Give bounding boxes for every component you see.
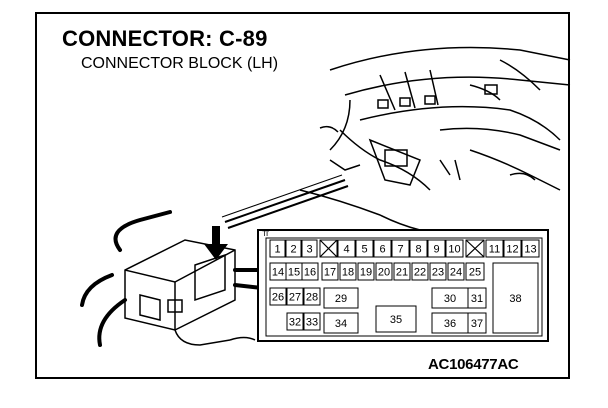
pin-20-cell: [375, 262, 393, 281]
pin-33-label: 33: [306, 317, 318, 329]
connector-subtitle: CONNECTOR BLOCK (LH): [81, 55, 279, 72]
pin-9-label: 9: [433, 244, 439, 256]
pin-31-label: 31: [471, 293, 483, 305]
pin-14-label: 14: [272, 267, 284, 279]
pin-2-label: 2: [290, 244, 296, 256]
pin-17-label: 17: [324, 267, 336, 279]
pin-12-label: 12: [506, 244, 518, 256]
pin-27-cell: [286, 287, 304, 306]
pin-8-label: 8: [415, 244, 421, 256]
pin-blank-b-blank-mark: [465, 239, 485, 258]
pin-16-cell: [301, 262, 319, 281]
pin-24-cell: [447, 262, 465, 281]
pin-25-label: 25: [469, 267, 481, 279]
pin-19-cell: [357, 262, 375, 281]
svg-text:⇈: ⇈: [262, 228, 270, 238]
figure-code: AC106477AC: [428, 356, 519, 373]
pin-4-label: 4: [343, 244, 349, 256]
pin-23-cell: [429, 262, 447, 281]
pin-18-cell: [339, 262, 357, 281]
pin-2-cell: [285, 239, 302, 258]
pin-4-cell: [337, 239, 356, 258]
leader-lines: [221, 174, 349, 229]
pin-7-label: 7: [397, 244, 403, 256]
pin-7-cell: [391, 239, 410, 258]
pin-26-cell: [269, 287, 287, 306]
pin-9-cell: [427, 239, 446, 258]
pin-26-label: 26: [272, 292, 284, 304]
pin-3-label: 3: [306, 244, 312, 256]
pin-37-cell: [467, 312, 487, 334]
pin-11-cell: [485, 239, 504, 258]
pin-30-label: 30: [444, 293, 456, 305]
pin-6-label: 6: [379, 244, 385, 256]
pin-32-cell: [286, 312, 304, 331]
pin-27-label: 27: [289, 292, 301, 304]
pin-38-label: 38: [509, 293, 521, 305]
pin-24-label: 24: [450, 267, 462, 279]
pin-13-cell: [521, 239, 540, 258]
pin-1-cell: [269, 239, 286, 258]
pin-15-label: 15: [288, 267, 300, 279]
pin-5-label: 5: [361, 244, 367, 256]
pin-35-cell: [375, 305, 417, 333]
pin-10-label: 10: [448, 244, 460, 256]
pin-6-cell: [373, 239, 392, 258]
pin-31-cell: [467, 287, 487, 309]
connector-title: CONNECTOR: C-89: [62, 26, 268, 51]
pin-12-cell: [503, 239, 522, 258]
pin-10-cell: [445, 239, 464, 258]
pin-1-label: 1: [274, 244, 280, 256]
pin-22-cell: [411, 262, 429, 281]
pin-35-label: 35: [390, 314, 402, 326]
pin-34-cell: [323, 312, 359, 334]
pin-3-cell: [301, 239, 318, 258]
pin-29-cell: [323, 287, 359, 309]
pin-34-label: 34: [335, 318, 347, 330]
pin-23-label: 23: [432, 267, 444, 279]
pin-20-label: 20: [378, 267, 390, 279]
pin-29-label: 29: [335, 293, 347, 305]
connector-block-illustration: [80, 210, 264, 347]
pin-21-cell: [393, 262, 411, 281]
pin-18-label: 18: [342, 267, 354, 279]
pin-13-label: 13: [524, 244, 536, 256]
dashboard-illustration: [299, 46, 571, 231]
pin-blank-a-blank-mark: [319, 239, 338, 258]
pin-21-label: 21: [396, 267, 408, 279]
pin-28-cell: [303, 287, 321, 306]
pin-33-cell: [303, 312, 321, 331]
pin-37-label: 37: [471, 318, 483, 330]
pin-17-cell: [321, 262, 339, 281]
pin-38-cell: [492, 262, 539, 334]
pin-28-label: 28: [306, 292, 318, 304]
pin-8-cell: [409, 239, 428, 258]
pin-19-label: 19: [360, 267, 372, 279]
pin-32-label: 32: [289, 317, 301, 329]
pin-25-cell: [465, 262, 485, 281]
pin-16-label: 16: [304, 267, 316, 279]
arrow-down-icon: [204, 226, 228, 260]
pin-36-label: 36: [444, 318, 456, 330]
pin-5-cell: [355, 239, 374, 258]
pin-22-label: 22: [414, 267, 426, 279]
pin-11-label: 11: [489, 244, 500, 256]
